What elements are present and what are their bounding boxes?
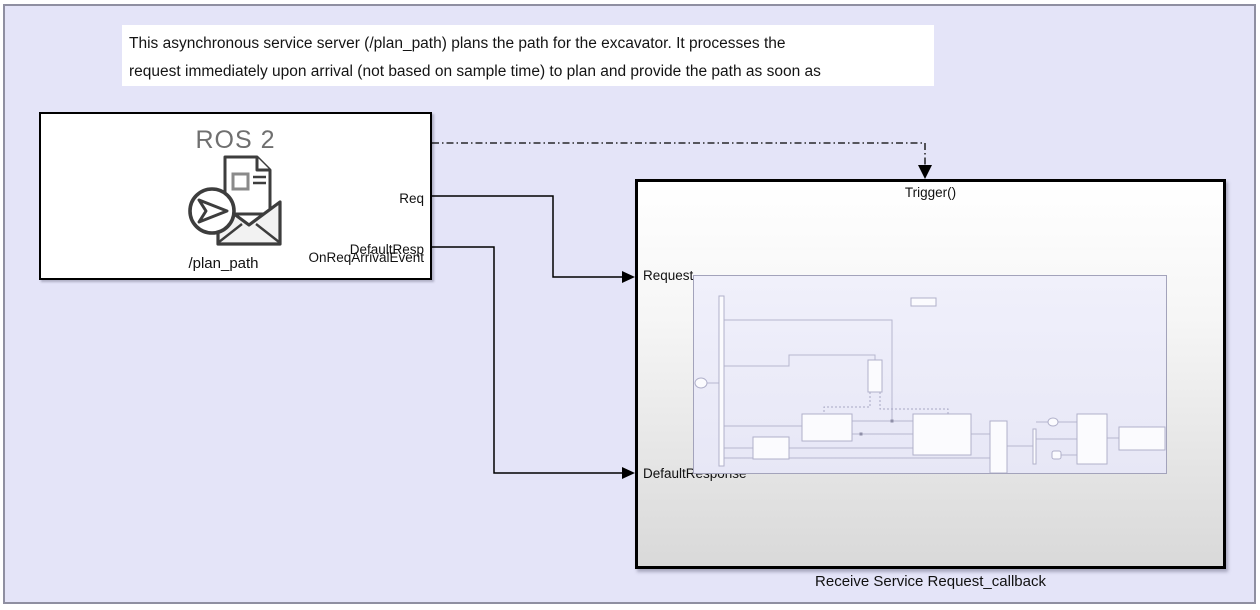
document-icon xyxy=(223,155,272,216)
port-label-onreqarrivalevent: OnReqArrivalEvent xyxy=(308,250,424,265)
port-label-defaultresp: DefaultResp xyxy=(349,242,424,257)
trigger-port-label: Trigger() xyxy=(904,185,957,200)
annotation-textbox[interactable]: This asynchronous service server (/plan_… xyxy=(122,25,934,86)
subsystem-preview-thumbnail xyxy=(693,275,1167,474)
subsystem-preview-diagram xyxy=(694,295,1166,474)
annotation-line-1: This asynchronous service server (/plan_… xyxy=(129,35,786,52)
ros2-service-server-block[interactable]: ROS 2 OnReqArrivalEvent Req DefaultResp xyxy=(39,112,432,280)
ros2-block-name[interactable]: /plan_path xyxy=(188,255,259,272)
subsystem-block-name[interactable]: Receive Service Request_callback xyxy=(815,573,1046,590)
ros2-block-title: ROS 2 xyxy=(195,126,276,154)
port-label-request: Request xyxy=(643,268,694,283)
receive-service-request-subsystem-block[interactable]: Trigger() Request DefaultResponse xyxy=(635,179,1226,569)
annotation-line-2: request immediately upon arrival (not ba… xyxy=(129,63,821,80)
ros2-service-envelope-icon xyxy=(188,155,282,246)
port-label-req: Req xyxy=(399,191,424,206)
send-arrow-icon xyxy=(188,187,236,235)
envelope-icon xyxy=(216,200,282,246)
